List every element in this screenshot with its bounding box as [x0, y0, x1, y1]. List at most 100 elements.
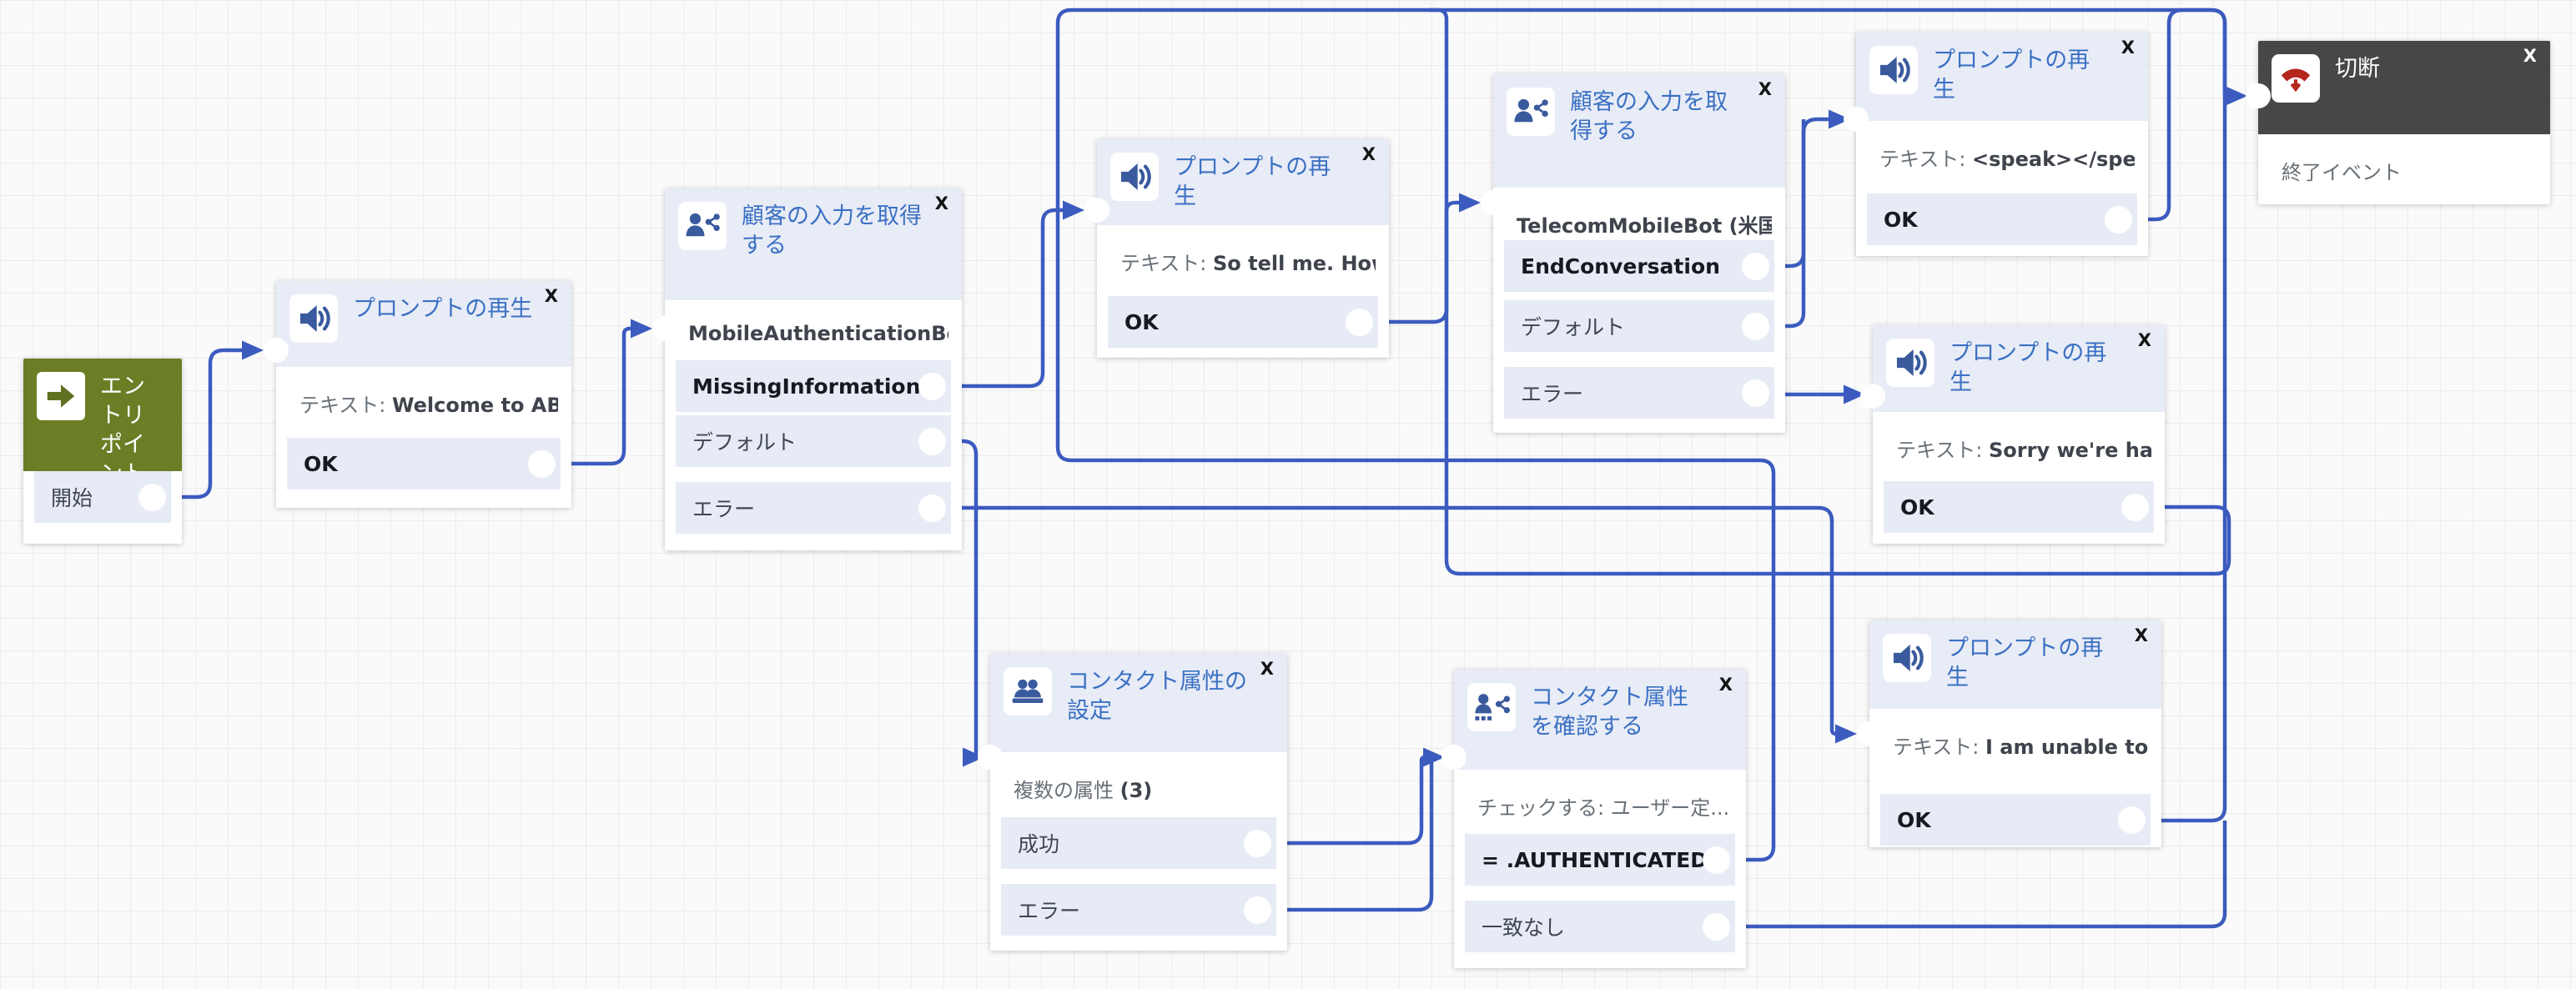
edge-start-to-welcome[interactable] — [164, 348, 247, 500]
edge-nomatch-to-disconnect[interactable] — [1728, 821, 2227, 929]
branch-row[interactable]: デフォルト — [676, 415, 951, 467]
close-icon[interactable]: X — [1758, 79, 1772, 99]
get-customer-input-telecom-header[interactable]: 顧客の入力を取得する — [1493, 74, 1785, 188]
customer-input-icon — [1507, 88, 1555, 136]
output-port[interactable] — [1742, 379, 1769, 407]
edge-error-to-unable[interactable] — [943, 505, 1840, 736]
close-icon[interactable]: X — [2137, 330, 2151, 350]
check-contact-attributes-header[interactable]: コンタクト属性を確認する — [1454, 670, 1746, 770]
play-prompt-so-tell-me-header[interactable]: プロンプトの再生 — [1097, 139, 1389, 225]
summary-value: Sorry we're havin... — [1989, 439, 2151, 462]
output-port[interactable] — [918, 494, 946, 522]
set-contact-attributes-header[interactable]: コンタクト属性の設定 — [990, 654, 1287, 752]
branch-row[interactable]: OK — [1884, 481, 2154, 533]
branch-row[interactable]: 開始 — [34, 471, 171, 523]
output-port[interactable] — [1346, 309, 1373, 336]
edge-speak-ok-to-disconnect[interactable] — [2130, 8, 2227, 222]
branch-row[interactable]: OK — [1867, 193, 2137, 245]
input-port[interactable] — [652, 316, 677, 341]
input-port[interactable] — [1860, 384, 1885, 409]
branch-row[interactable]: 一致なし — [1465, 901, 1735, 952]
branch-row[interactable]: デフォルト — [1504, 300, 1774, 352]
input-port[interactable] — [1857, 721, 1882, 746]
output-port[interactable] — [1703, 913, 1730, 941]
summary-label: テキスト: — [1120, 252, 1207, 275]
arrowhead-default-to-setattrs — [963, 747, 984, 767]
entry-point-block[interactable]: エントリポイント開始 — [23, 359, 182, 544]
input-port[interactable] — [1844, 107, 1869, 132]
branch-row[interactable]: MissingInformation — [676, 360, 951, 412]
branch-row[interactable]: エラー — [1001, 884, 1276, 936]
speaker-icon — [1886, 339, 1935, 387]
block-title: プロンプトの再生 — [1950, 340, 2107, 396]
input-port[interactable] — [1441, 745, 1467, 770]
branch-row[interactable]: エラー — [676, 482, 951, 534]
edge-unable-ok-to-disconnect[interactable] — [2143, 96, 2227, 823]
play-prompt-unable-header[interactable]: プロンプトの再生 — [1869, 620, 2161, 709]
branch-row[interactable]: OK — [1880, 794, 2151, 846]
output-port[interactable] — [1742, 253, 1769, 280]
close-icon[interactable]: X — [1361, 144, 1376, 164]
play-prompt-sorry-header[interactable]: プロンプトの再生 — [1873, 325, 2165, 412]
edge-success-to-checkattrs[interactable] — [1269, 755, 1428, 846]
close-icon[interactable]: X — [2134, 625, 2148, 645]
output-port[interactable] — [2121, 494, 2149, 521]
close-icon[interactable]: X — [2121, 38, 2135, 58]
play-prompt-speak-header[interactable]: プロンプトの再生 — [1856, 33, 2148, 121]
input-port[interactable] — [1084, 198, 1109, 223]
get-customer-input-mobileauth-header[interactable]: 顧客の入力を取得する — [665, 188, 962, 300]
input-port[interactable] — [1481, 190, 1506, 215]
input-port[interactable] — [978, 745, 1003, 770]
close-icon[interactable]: X — [1718, 675, 1733, 695]
output-port[interactable] — [2118, 806, 2146, 834]
block-summary: テキスト: I am unable to he... — [1893, 730, 2148, 760]
output-port[interactable] — [1244, 896, 1271, 924]
input-port[interactable] — [264, 338, 289, 363]
entry-arrow-icon — [37, 372, 85, 420]
close-icon[interactable]: X — [544, 286, 558, 306]
branch-row[interactable]: OK — [1108, 296, 1378, 348]
output-port[interactable] — [1703, 846, 1730, 874]
output-port[interactable] — [2105, 206, 2132, 233]
output-port[interactable] — [918, 373, 946, 400]
edge-welcome-ok-to-getinput1[interactable] — [553, 326, 636, 466]
branch-row[interactable]: = .AUTHENTICATED — [1465, 834, 1735, 886]
close-icon[interactable]: X — [934, 193, 948, 213]
branch-row[interactable]: EndConversation — [1504, 240, 1774, 292]
edge-missinginfo-to-sotellme[interactable] — [943, 208, 1068, 389]
arrowhead-success-to-checkattrs — [1423, 747, 1445, 767]
output-port[interactable] — [1742, 313, 1769, 340]
play-prompt-welcome-header[interactable]: プロンプトの再生 — [276, 281, 571, 367]
edge-seterror-to-checkattrs[interactable] — [1269, 757, 1434, 912]
block-title: 切断 — [2335, 56, 2380, 82]
branch-row[interactable]: OK — [287, 438, 561, 489]
output-port[interactable] — [528, 450, 556, 478]
close-icon[interactable]: X — [2523, 46, 2537, 66]
edge-default2-to-speak[interactable] — [1767, 119, 1806, 329]
branch-label: エラー — [1521, 382, 1584, 406]
summary-value: MobileAuthenticationBot (... — [688, 322, 948, 345]
disconnect-header[interactable]: 切断 — [2258, 41, 2550, 134]
branch-row[interactable]: エラー — [1504, 367, 1774, 419]
output-port[interactable] — [138, 484, 166, 511]
output-port[interactable] — [1244, 830, 1271, 857]
input-port[interactable] — [2246, 83, 2271, 108]
output-port[interactable] — [918, 428, 946, 455]
block-summary: 複数の属性 (3) — [1014, 774, 1274, 803]
close-icon[interactable]: X — [1260, 659, 1274, 679]
edge-top-drop-to-getinput2[interactable] — [1428, 8, 1449, 203]
entry-point-header[interactable]: エントリポイント — [23, 359, 182, 471]
arrowhead-missinginfo-to-sotellme — [1063, 200, 1084, 220]
branch-row[interactable]: 成功 — [1001, 817, 1276, 869]
